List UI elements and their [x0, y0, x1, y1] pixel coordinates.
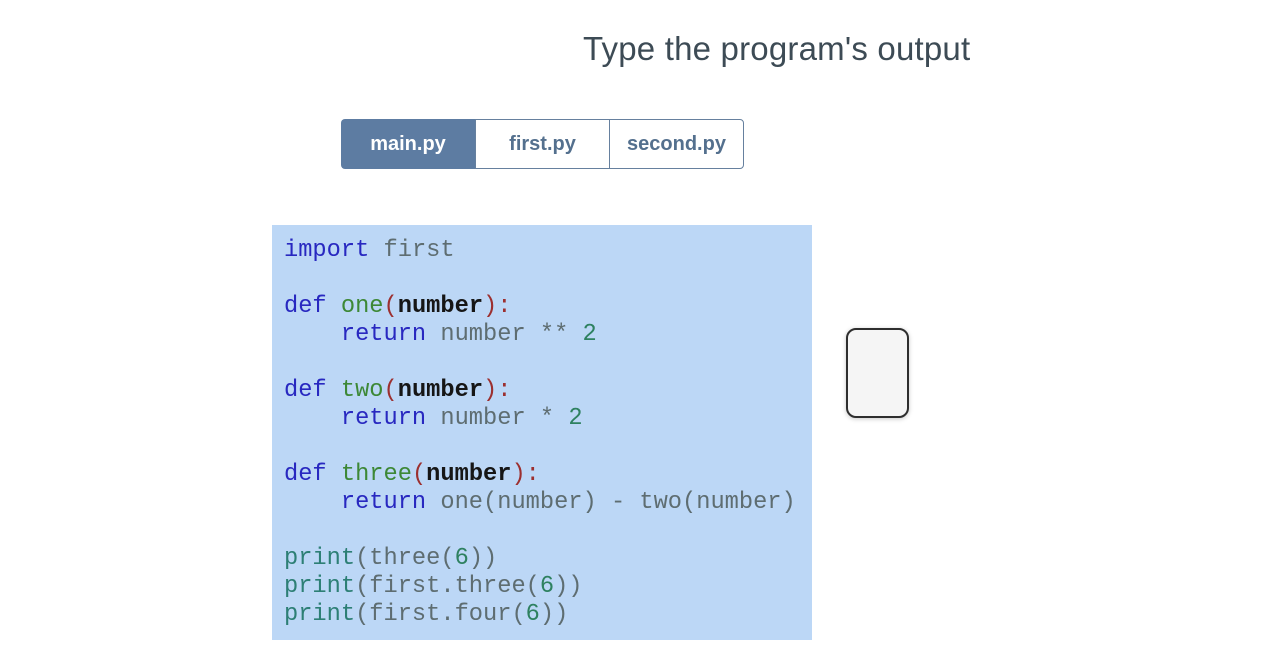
code-line: return number ** 2 — [284, 321, 812, 349]
code-token-kw: def — [284, 377, 327, 404]
code-token-kw: return — [340, 489, 427, 516]
code-token-pl — [327, 461, 341, 488]
code-token-pl: first — [369, 237, 455, 264]
tab-second-py[interactable]: second.py — [609, 119, 744, 169]
code-line — [284, 433, 812, 461]
code-line: return number * 2 — [284, 405, 812, 433]
code-token-pl: )) — [468, 545, 498, 572]
code-token-pl: (three( — [355, 545, 455, 572]
code-token-bi: print — [284, 545, 356, 572]
code-token-pl: )) — [554, 573, 583, 600]
code-line: import first — [284, 237, 812, 265]
code-token-pl: number * — [426, 405, 569, 432]
code-token-pl: number ** — [426, 321, 583, 348]
code-token-fn: two — [340, 377, 384, 404]
code-token-prm: number — [426, 461, 512, 488]
code-token-pl: (first.four( — [355, 601, 526, 628]
page-title: Type the program's output — [583, 30, 971, 67]
code-token-pl — [284, 321, 341, 348]
file-tab-bar: main.py first.py second.py — [341, 119, 744, 169]
code-token-fn: one — [340, 293, 384, 320]
code-token-prm: number — [397, 377, 484, 404]
code-line: def two(number): — [284, 377, 812, 405]
code-token-pl: (first.three( — [355, 573, 540, 600]
code-line: print(three(6)) — [284, 545, 812, 573]
tab-first-py[interactable]: first.py — [475, 119, 610, 169]
code-token-pl: )) — [539, 601, 569, 628]
code-line: print(first.four(6)) — [284, 601, 812, 629]
code-token-dp: ): — [511, 461, 540, 488]
code-line: def one(number): — [284, 293, 812, 321]
code-token-bi: print — [284, 573, 356, 600]
code-token-dp: ( — [383, 377, 398, 404]
code-token-kw: return — [340, 405, 427, 432]
code-line: def three(number): — [284, 461, 812, 489]
code-token-num: 2 — [568, 405, 583, 432]
code-token-fn: three — [340, 461, 412, 488]
code-token-dp: ( — [383, 293, 398, 320]
code-token-bi: print — [284, 601, 356, 628]
code-token-dp: ): — [483, 377, 512, 404]
code-token-kw: def — [284, 461, 327, 488]
code-token-pl — [284, 405, 341, 432]
code-token-pl: one(number) - two(number) — [426, 489, 796, 516]
code-token-num: 6 — [525, 601, 540, 628]
code-token-num: 6 — [539, 573, 555, 600]
code-token-pl — [327, 377, 341, 404]
code-token-num: 2 — [582, 321, 597, 348]
code-token-pl — [284, 489, 341, 516]
code-token-kw: def — [284, 293, 327, 320]
tab-main-py[interactable]: main.py — [341, 119, 475, 169]
code-token-prm: number — [397, 293, 484, 320]
code-token-pl — [327, 293, 341, 320]
code-line: return one(number) - two(number) — [284, 489, 812, 517]
code-line — [284, 517, 812, 545]
code-line — [284, 265, 812, 293]
code-token-dp: ( — [411, 461, 427, 488]
answer-input[interactable] — [846, 328, 909, 418]
code-line: print(first.three(6)) — [284, 573, 812, 601]
code-token-kw: import — [284, 237, 370, 264]
code-token-kw: return — [340, 321, 427, 348]
code-token-num: 6 — [454, 545, 469, 572]
code-line — [284, 349, 812, 377]
code-token-dp: ): — [483, 293, 512, 320]
